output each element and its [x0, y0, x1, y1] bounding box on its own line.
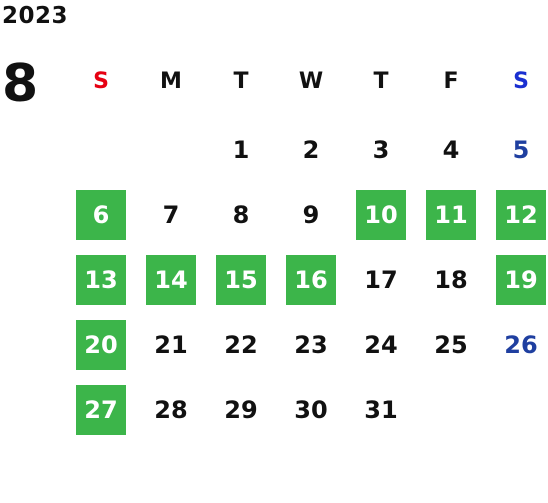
weekday-fri: F: [443, 68, 459, 94]
calendar-year: 2023: [2, 3, 69, 29]
day-cell-5: 5: [512, 136, 530, 164]
day-cell-10: 10: [346, 190, 416, 240]
day-cell-6: 6: [66, 190, 136, 240]
day-cell-22: 22: [224, 331, 258, 359]
day-cell-24: 24: [364, 331, 398, 359]
day-cell-25: 25: [434, 331, 468, 359]
calendar-month: 8: [2, 54, 39, 114]
weekday-sun: S: [93, 68, 109, 94]
weekday-mon: M: [160, 68, 182, 94]
day-cell-20: 20: [66, 320, 136, 370]
week-row-1: 1 2 3 4 5: [66, 125, 548, 175]
day-cell-29: 29: [224, 396, 258, 424]
day-cell-12: 12: [486, 190, 548, 240]
day-cell-23: 23: [294, 331, 328, 359]
day-cell-27: 27: [66, 385, 136, 435]
week-row-2: 6 7 8 9 10 11 12: [66, 190, 548, 240]
day-cell-30: 30: [294, 396, 328, 424]
day-cell-21: 21: [154, 331, 188, 359]
day-cell-empty: [486, 385, 548, 435]
day-cell-16: 16: [276, 255, 346, 305]
day-cell-18: 18: [434, 266, 468, 294]
weekday-tue: T: [233, 68, 249, 94]
day-cell-15: 15: [206, 255, 276, 305]
day-cell-empty: [136, 125, 206, 175]
week-row-4: 20 21 22 23 24 25 26: [66, 320, 548, 370]
day-cell-empty: [66, 125, 136, 175]
day-cell-3: 3: [372, 136, 390, 164]
weekday-header-row: S M T W T F S: [66, 66, 548, 96]
day-cell-13: 13: [66, 255, 136, 305]
day-cell-7: 7: [162, 201, 180, 229]
weekday-thu: T: [373, 68, 389, 94]
week-row-5: 27 28 29 30 31: [66, 385, 548, 435]
day-cell-28: 28: [154, 396, 188, 424]
weekday-sat: S: [513, 68, 529, 94]
day-cell-11: 11: [416, 190, 486, 240]
day-cell-9: 9: [302, 201, 320, 229]
day-cell-19: 19: [486, 255, 548, 305]
weekday-wed: W: [298, 68, 324, 94]
day-cell-8: 8: [232, 201, 250, 229]
day-cell-1: 1: [232, 136, 250, 164]
day-cell-17: 17: [364, 266, 398, 294]
day-cell-31: 31: [364, 396, 398, 424]
day-cell-empty: [416, 385, 486, 435]
week-row-3: 13 14 15 16 17 18 19: [66, 255, 548, 305]
day-cell-26: 26: [504, 331, 538, 359]
day-cell-4: 4: [442, 136, 460, 164]
day-cell-2: 2: [302, 136, 320, 164]
day-cell-14: 14: [136, 255, 206, 305]
